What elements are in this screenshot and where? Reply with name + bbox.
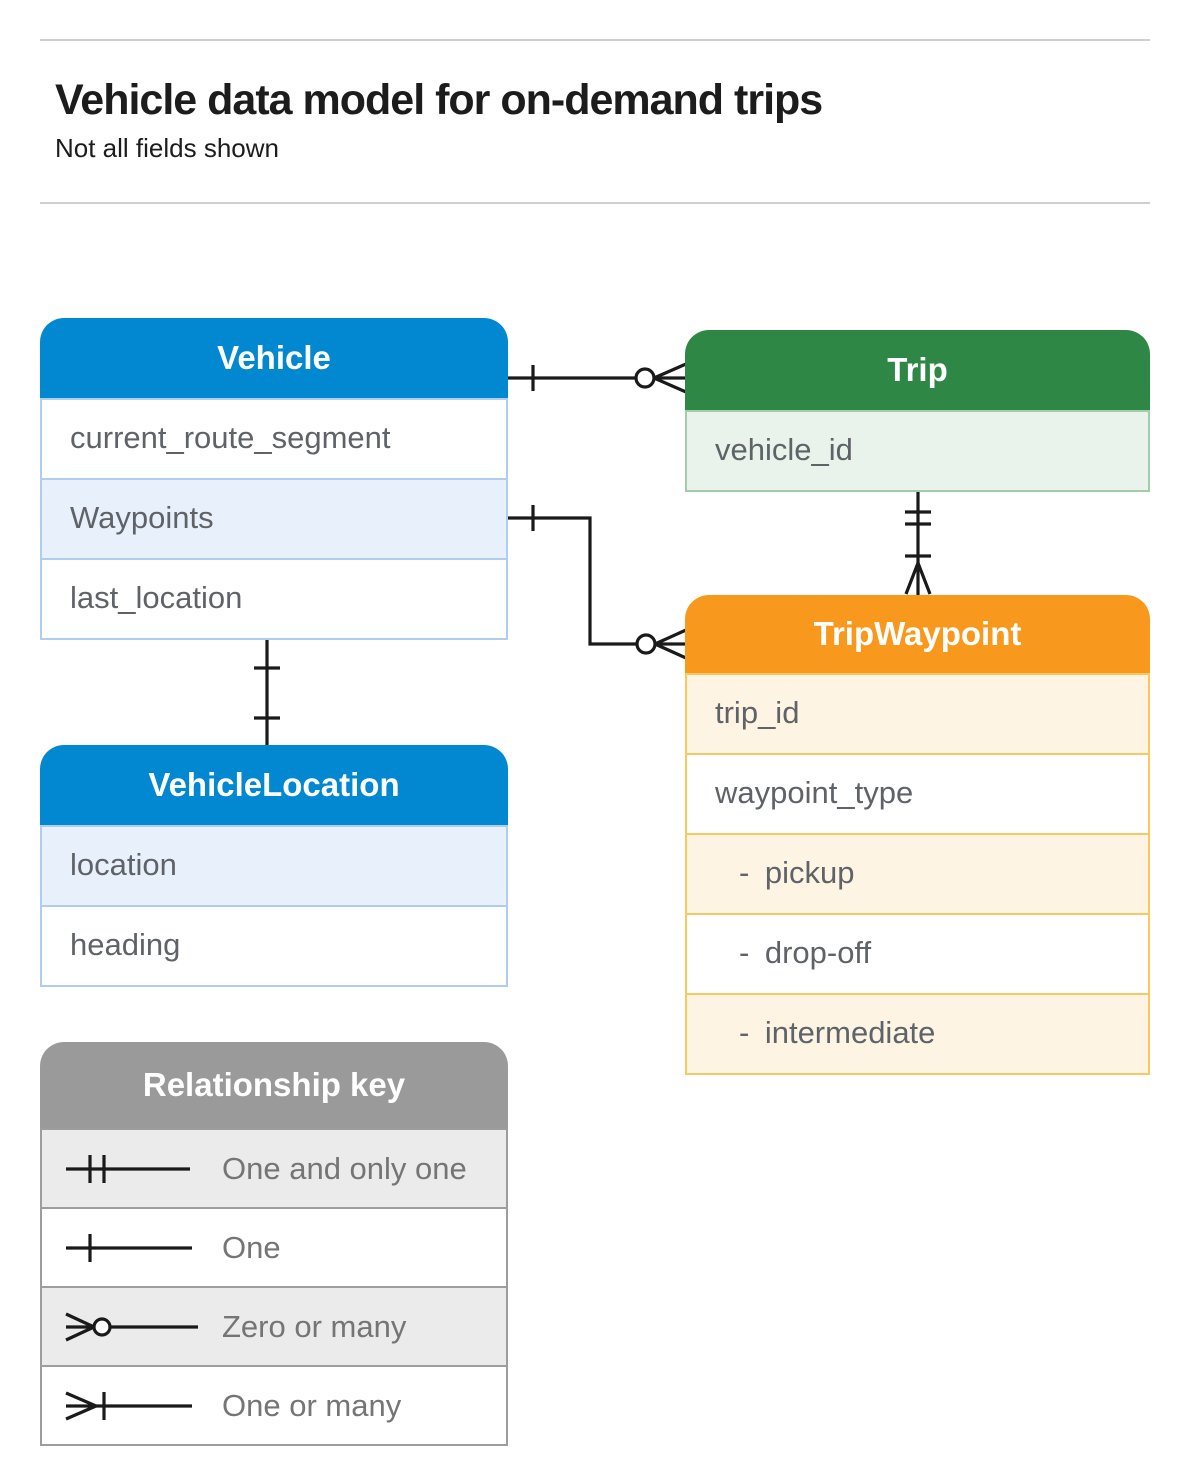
entity-vehicle: Vehicle current_route_segment Waypoints … — [40, 318, 508, 640]
field-trip-id: trip_id — [687, 673, 1148, 753]
key-row-one: One — [42, 1207, 506, 1286]
entity-trip: Trip vehicle_id — [685, 330, 1150, 492]
field-waypoint-type-drop-off: - drop-off — [687, 913, 1148, 993]
field-vehicle-id: vehicle_id — [687, 410, 1148, 490]
entity-vehiclelocation-title: VehicleLocation — [40, 745, 508, 825]
entity-trip-body: vehicle_id — [685, 410, 1150, 492]
field-waypoint-type-pickup: - pickup — [687, 833, 1148, 913]
connector-vehicle-vehiclelocation — [254, 638, 280, 745]
key-label: Zero or many — [222, 1308, 407, 1344]
connector-waypoints-tripwaypoint — [508, 505, 687, 660]
key-row-zero-or-many: Zero or many — [42, 1286, 506, 1365]
key-row-one-or-many: One or many — [42, 1365, 506, 1444]
page-subtitle: Not all fields shown — [55, 133, 279, 163]
field-heading: heading — [42, 905, 506, 985]
one-symbol — [66, 1233, 192, 1262]
field-last-location: last_location — [42, 558, 506, 638]
relationship-key: Relationship key One and only one One — [40, 1042, 508, 1446]
divider-under-subtitle — [40, 202, 1150, 204]
field-location: location — [42, 825, 506, 905]
one-and-only-one-symbol — [66, 1154, 190, 1183]
connector-vehicle-trip — [508, 362, 687, 394]
entity-tripwaypoint-body: trip_id waypoint_type - pickup - drop-of… — [685, 673, 1150, 1075]
one-or-many-symbol — [65, 1391, 192, 1420]
relationship-key-body: One and only one One Zero or many — [40, 1128, 508, 1446]
key-label: One — [222, 1229, 281, 1265]
page-title: Vehicle data model for on-demand trips — [55, 76, 823, 124]
field-waypoint-type: waypoint_type — [687, 753, 1148, 833]
zero-or-many-symbol — [65, 1312, 198, 1341]
entity-vehicle-body: current_route_segment Waypoints last_loc… — [40, 398, 508, 640]
connector-trip-tripwaypoint — [904, 490, 932, 595]
field-current-route-segment: current_route_segment — [42, 398, 506, 478]
key-row-one-and-only-one: One and only one — [42, 1128, 506, 1207]
key-label: One and only one — [222, 1150, 467, 1186]
divider-top — [40, 39, 1150, 41]
relationship-key-title: Relationship key — [40, 1042, 508, 1128]
entity-tripwaypoint-title: TripWaypoint — [685, 595, 1150, 673]
field-waypoints: Waypoints — [42, 478, 506, 558]
entity-vehiclelocation: VehicleLocation location heading — [40, 745, 508, 987]
entity-trip-title: Trip — [685, 330, 1150, 410]
entity-vehiclelocation-body: location heading — [40, 825, 508, 987]
entity-tripwaypoint: TripWaypoint trip_id waypoint_type - pic… — [685, 595, 1150, 1075]
key-label: One or many — [222, 1387, 402, 1423]
entity-vehicle-title: Vehicle — [40, 318, 508, 398]
field-waypoint-type-intermediate: - intermediate — [687, 993, 1148, 1073]
